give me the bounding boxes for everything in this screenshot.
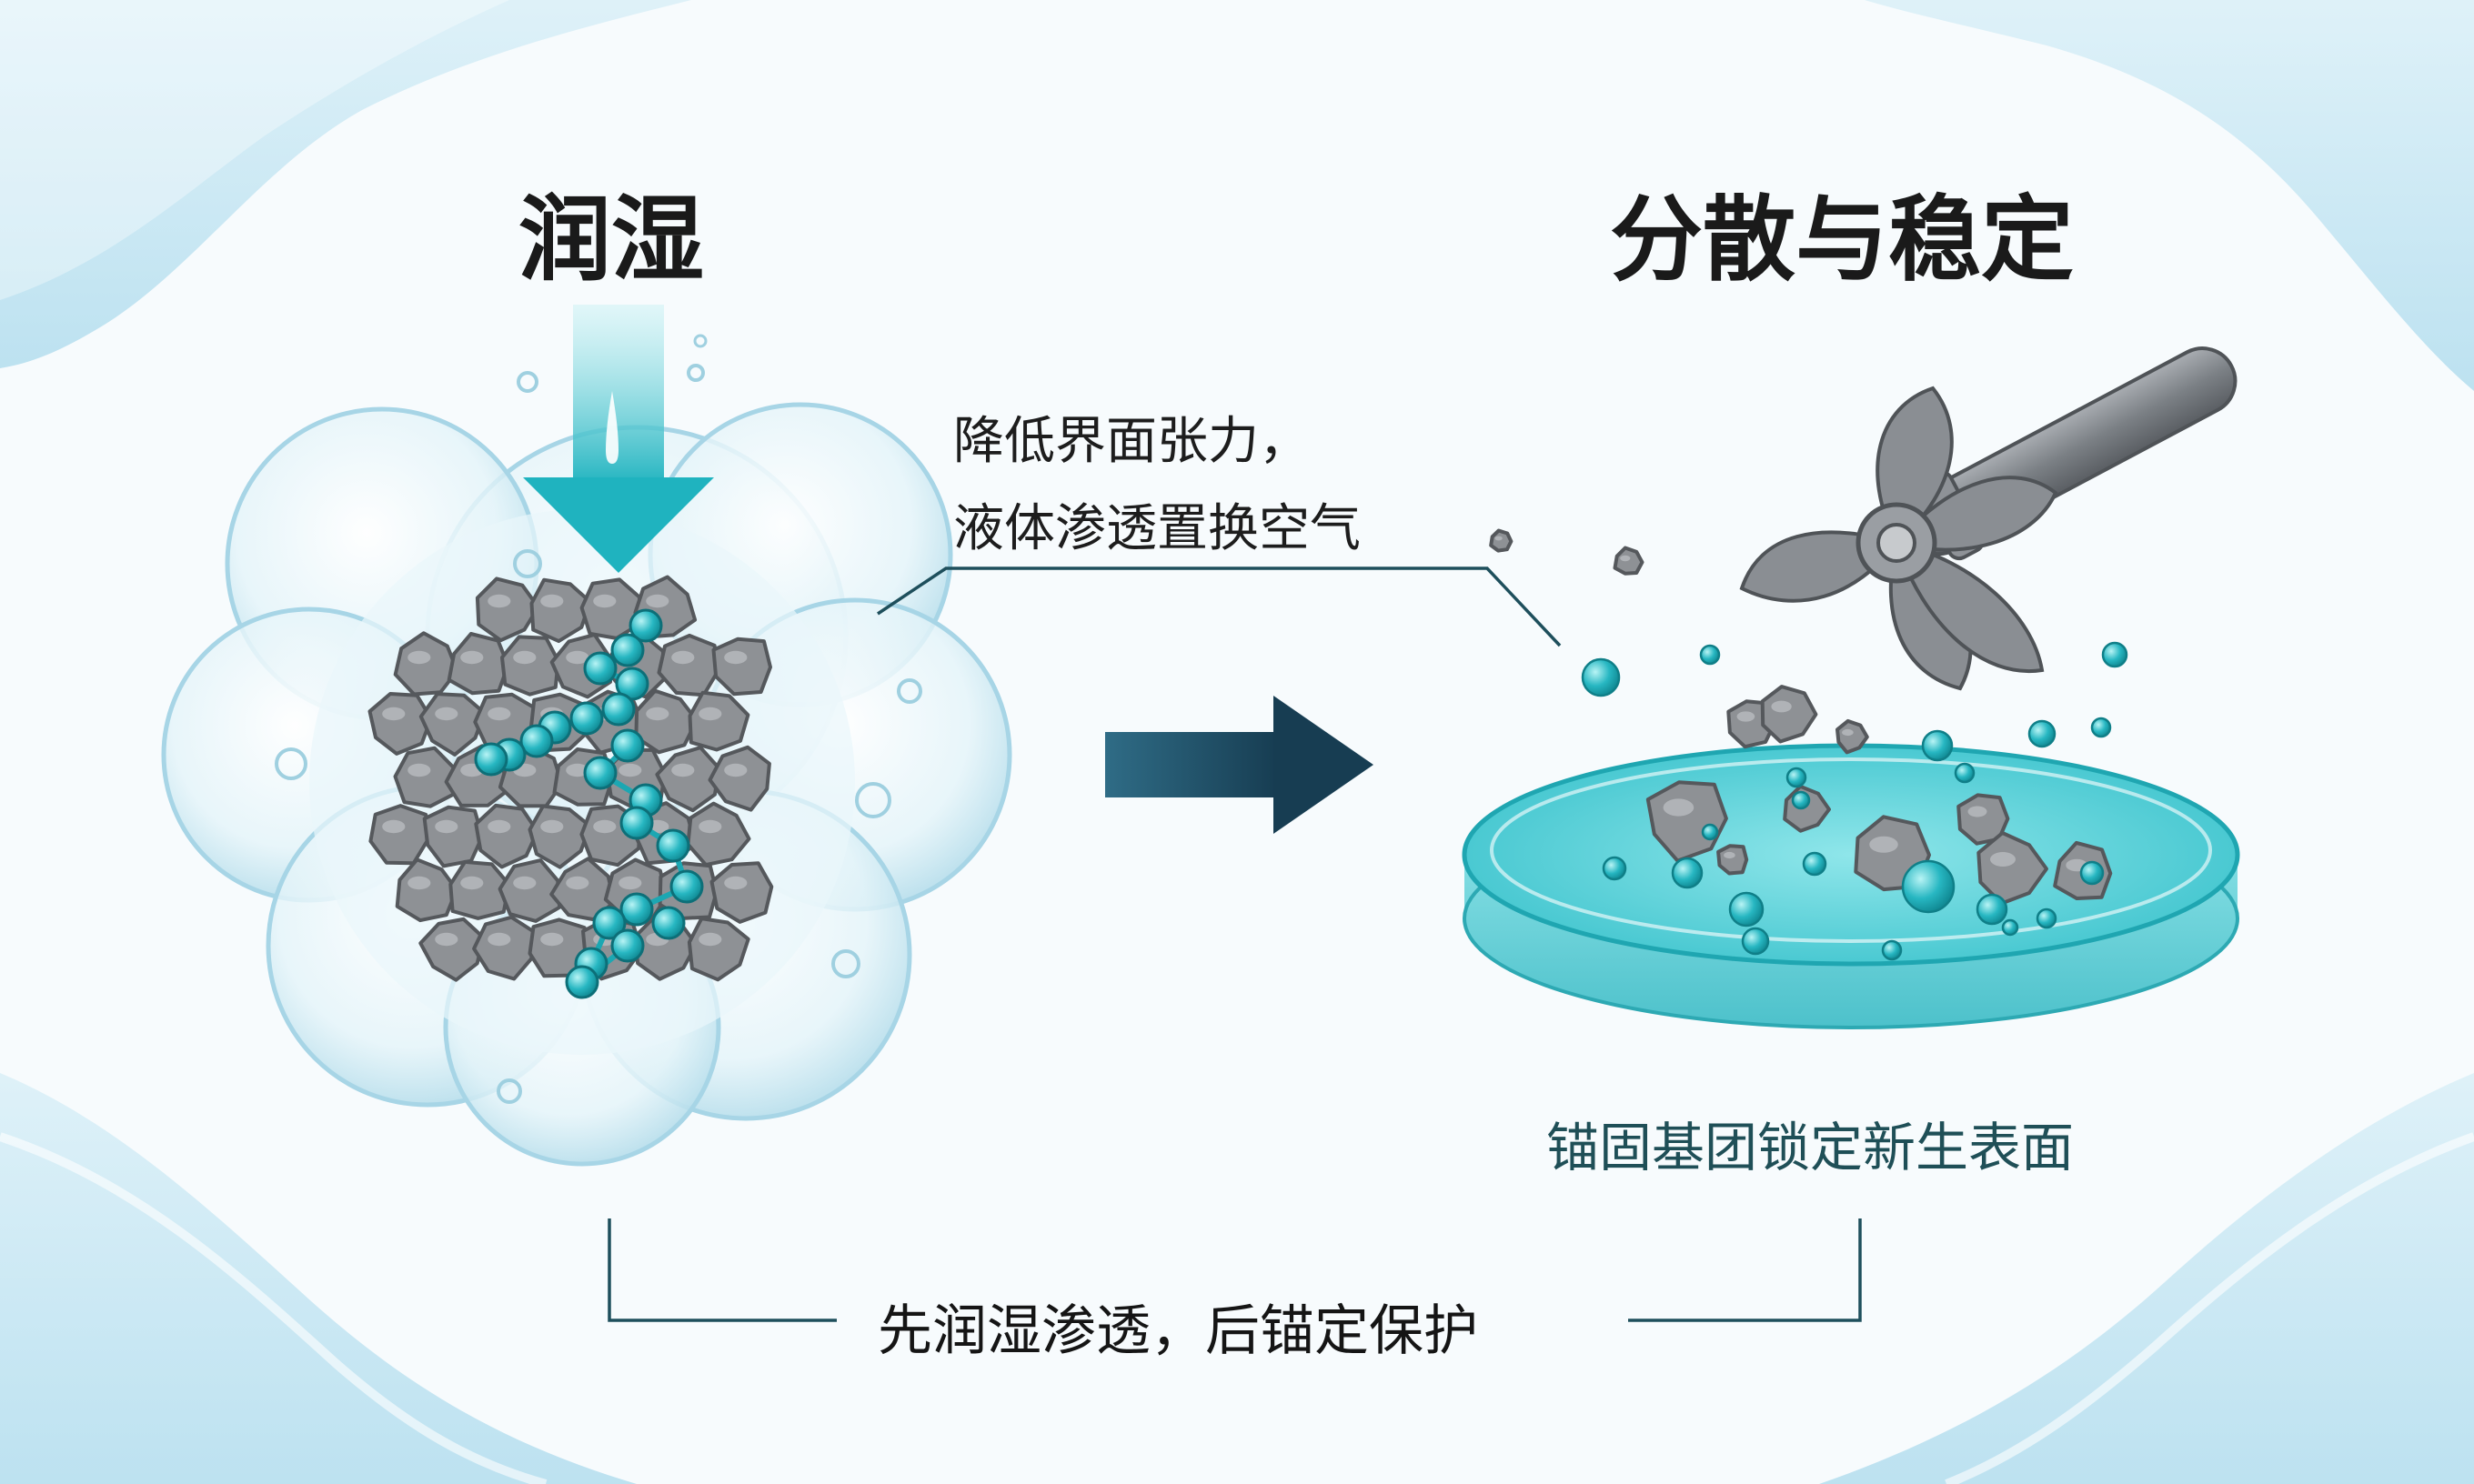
- particle-icon: [657, 633, 719, 697]
- droplet-icon: [1785, 767, 1807, 788]
- droplet-icon: [2101, 641, 2128, 668]
- droplet-icon: [1581, 657, 1621, 697]
- particle-icon: [368, 804, 429, 866]
- droplet-icon: [1901, 859, 1956, 914]
- particle-icon: [686, 801, 751, 867]
- wetting-molecule-icon: [629, 608, 663, 643]
- wetting-molecule-icon: [615, 667, 649, 701]
- wave-bottom-left: [0, 1073, 637, 1484]
- wetting-agent-chain: [474, 608, 704, 999]
- droplet-icon: [2001, 918, 2019, 937]
- particle-icon: [1613, 546, 1644, 576]
- particle-icon: [1976, 831, 2048, 906]
- droplet-icon: [1602, 856, 1627, 881]
- wetting-title: 润湿: [518, 186, 704, 295]
- particle-icon: [418, 692, 487, 757]
- particle-icon: [395, 857, 458, 923]
- callout-text-line2: 液体渗透置换空气: [953, 499, 1361, 558]
- wetting-molecule-icon: [474, 742, 508, 777]
- particle-icon: [529, 577, 592, 644]
- water-droplets: [1581, 641, 2128, 961]
- particle-icon: [1716, 844, 1749, 876]
- particle-icon: [500, 635, 560, 697]
- droplet-icon: [1741, 927, 1770, 956]
- particle-icon: [393, 631, 459, 697]
- wetting-molecule-icon: [583, 651, 618, 686]
- droplet-icon: [1802, 851, 1827, 877]
- summary-bracket: [608, 1218, 1862, 1322]
- droplet-icon: [1671, 857, 1704, 889]
- callout-leader-line: [877, 567, 1562, 647]
- droplet-icon: [2079, 860, 2105, 886]
- droplet-icon: [1701, 823, 1719, 841]
- wave-top-left-inner: [0, 0, 509, 300]
- process-arrow-icon: [1105, 696, 1373, 834]
- droplet-icon: [1954, 762, 1976, 784]
- down-arrow-icon: [523, 305, 714, 573]
- particle-icon: [1956, 793, 2010, 846]
- wave-top-right: [1865, 0, 2474, 391]
- dispersion-title: 分散与稳定: [1610, 186, 2074, 295]
- anchor-group-label: 锚固基团锁定新生表面: [1546, 1117, 2075, 1178]
- summary-text: 先润湿渗透，后锚定保护: [878, 1299, 1478, 1363]
- droplet-icon: [1976, 893, 2008, 926]
- wetting-molecule-icon: [610, 928, 645, 963]
- wetting-molecule-icon: [583, 756, 618, 790]
- droplet-icon: [2090, 717, 2112, 738]
- particle-icon: [1835, 718, 1869, 755]
- droplet-icon: [1881, 939, 1903, 961]
- droplet-icon: [1728, 891, 1765, 928]
- particle-icon: [688, 690, 750, 752]
- wetting-molecule-icon: [569, 701, 604, 736]
- particle-icon: [393, 746, 456, 808]
- callout-text-line1: 降低界面张力，: [953, 412, 1310, 471]
- particle-icon: [1760, 685, 1818, 744]
- wetting-molecule-icon: [565, 965, 599, 999]
- wetting-molecule-icon: [519, 724, 554, 758]
- wave-bottom-right: [1819, 1073, 2474, 1484]
- wetting-molecule-icon: [619, 806, 654, 840]
- particle-icon: [687, 917, 750, 982]
- wetting-molecule-icon: [656, 828, 690, 863]
- droplet-icon: [1791, 790, 1811, 810]
- wave-top-left: [0, 0, 691, 368]
- wetting-molecule-icon: [610, 728, 645, 763]
- particle-icon: [709, 861, 774, 924]
- stirrer-icon: [1739, 346, 2238, 691]
- particle-icon: [655, 746, 721, 813]
- wetting-molecule-icon: [669, 869, 704, 904]
- particle-icon: [474, 803, 539, 869]
- petri-dish: [1462, 743, 2240, 1029]
- wetting-molecule-icon: [610, 633, 645, 667]
- droplet-icon: [2027, 719, 2057, 748]
- wetting-molecule-icon: [601, 692, 636, 727]
- droplet-icon: [1699, 644, 1721, 666]
- wetting-molecule-icon: [592, 906, 627, 940]
- droplet-icon: [2036, 907, 2057, 929]
- particle-icon: [708, 745, 771, 812]
- wetting-molecule-icon: [619, 892, 654, 927]
- particle-icon: [472, 915, 537, 981]
- droplet-icon: [1921, 729, 1954, 762]
- particle-icon: [1489, 528, 1514, 553]
- particle-icon: [475, 577, 540, 643]
- wetting-molecule-icon: [651, 906, 686, 940]
